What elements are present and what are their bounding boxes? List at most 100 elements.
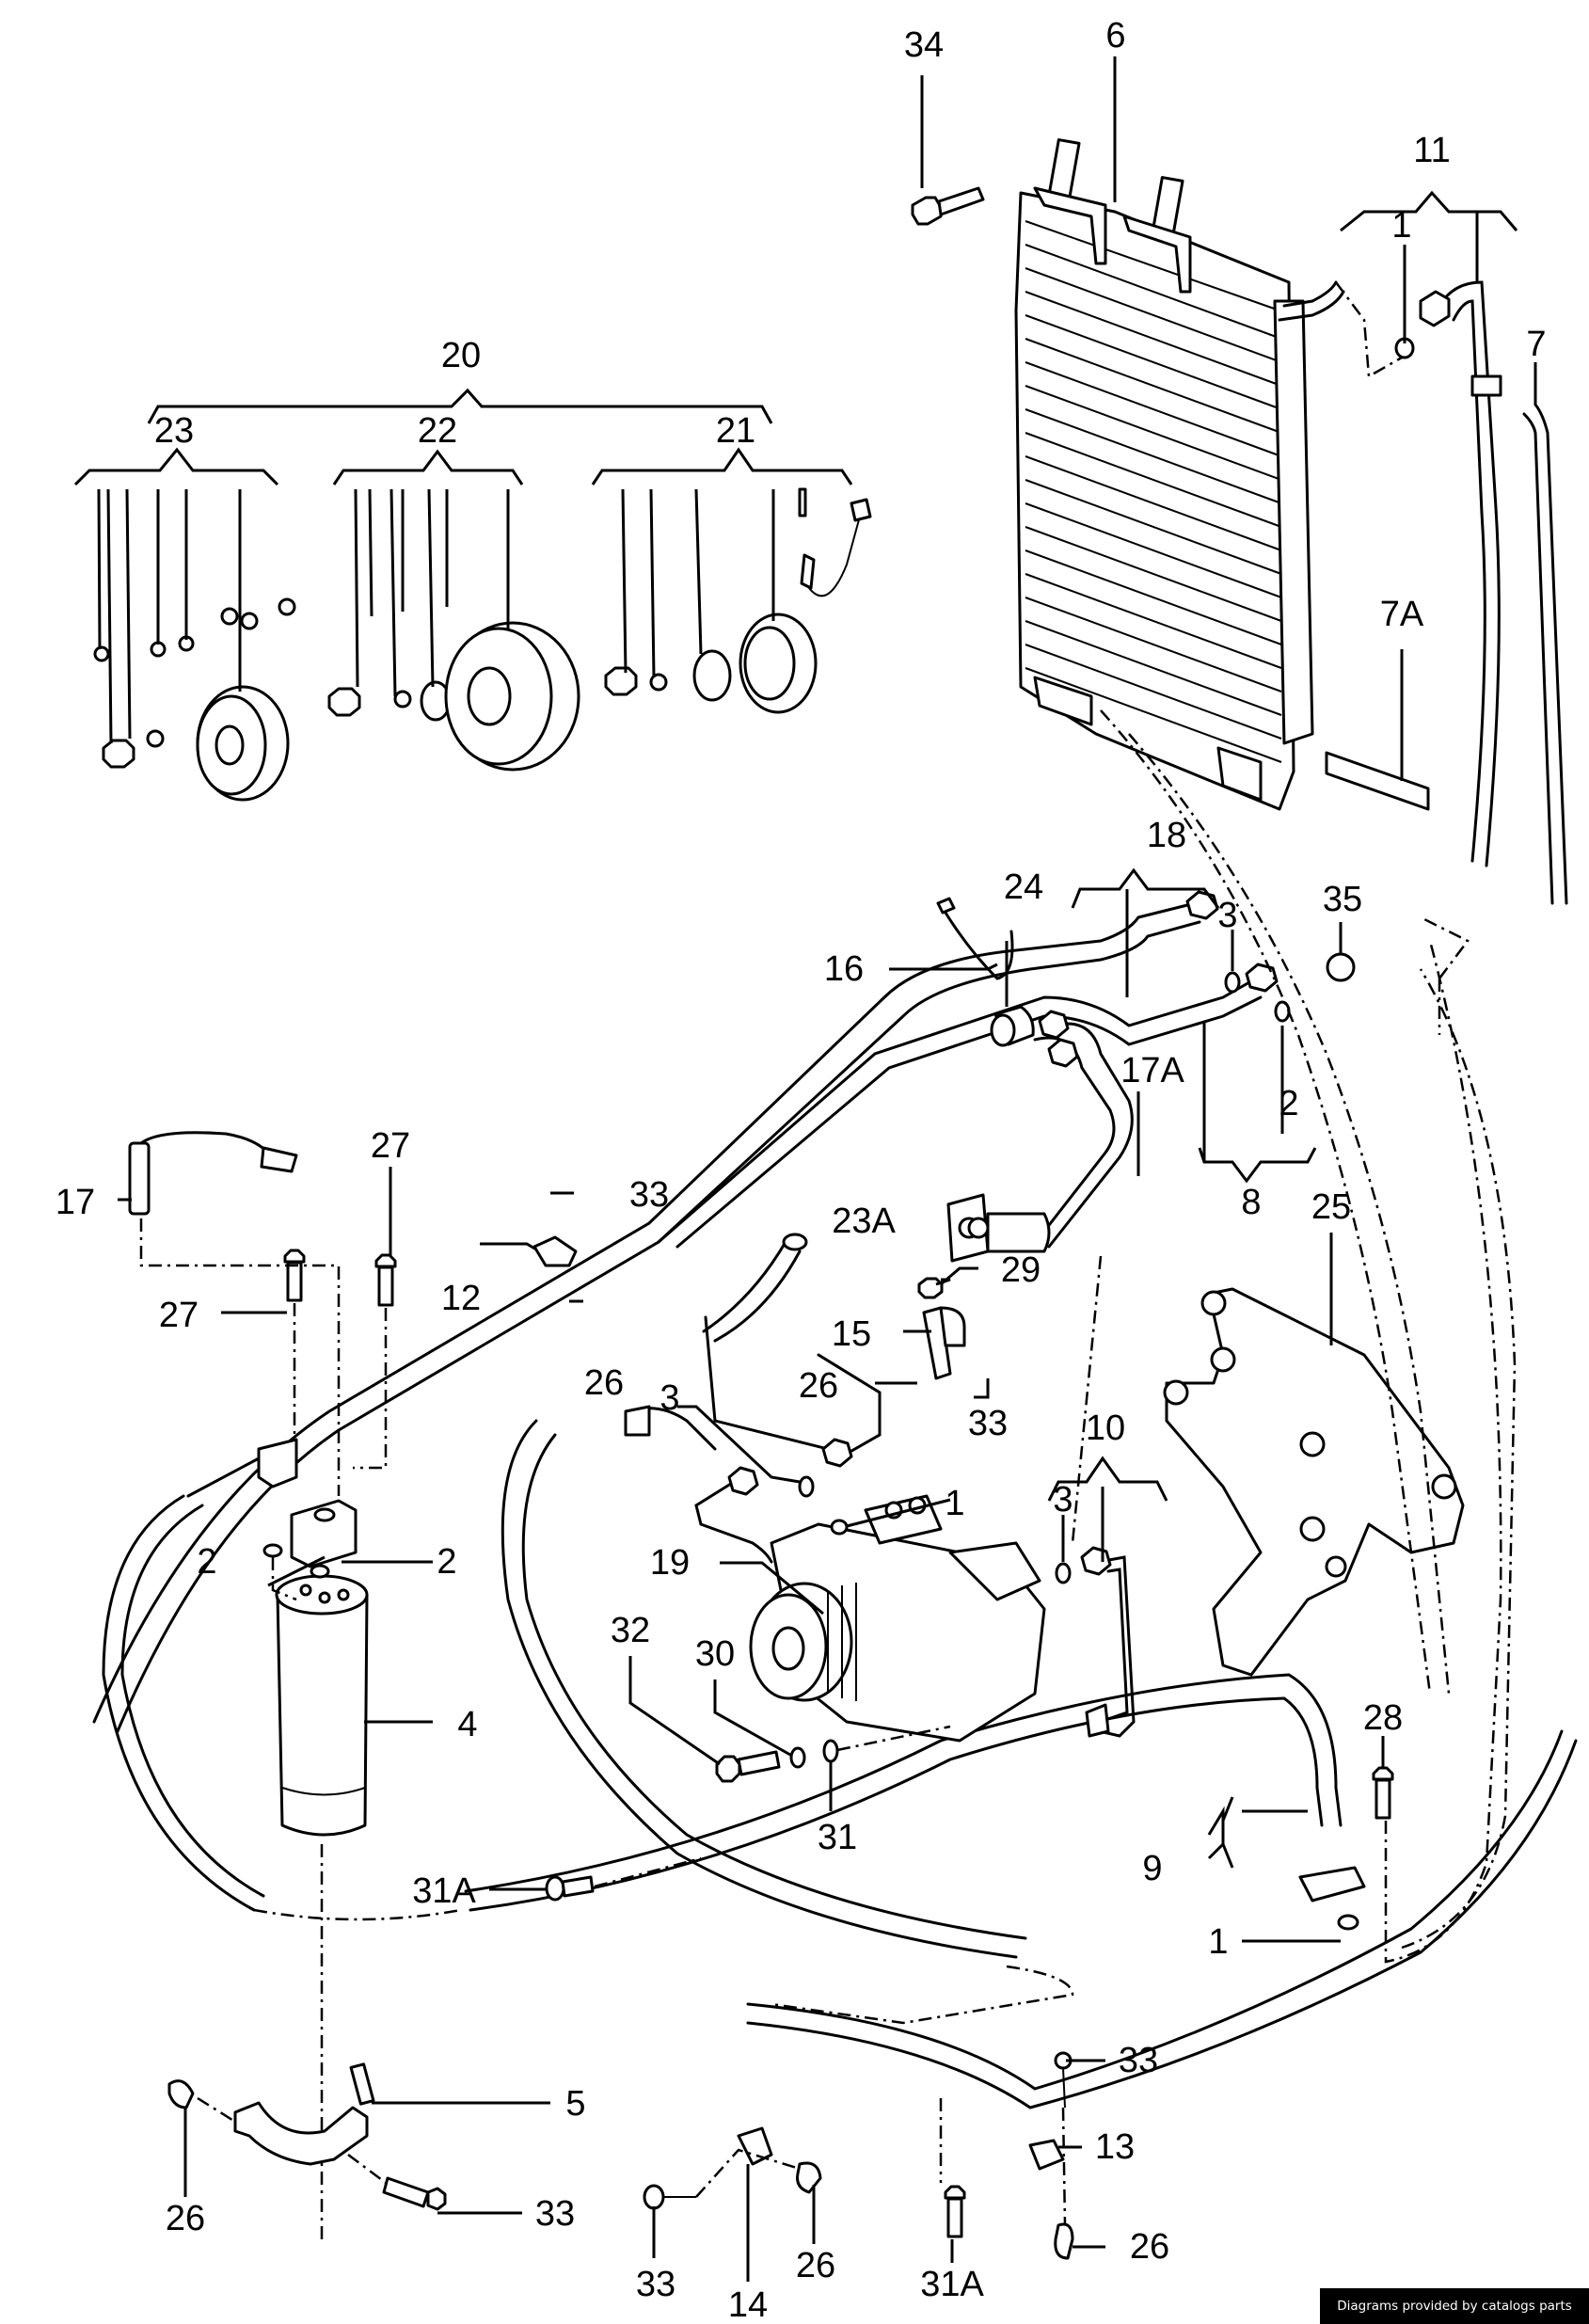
callout-27-lower: 27 — [159, 1296, 199, 1335]
callout-33-upper: 33 — [629, 1175, 669, 1215]
cable-tie-16[interactable] — [936, 897, 1014, 980]
sleeve-23A[interactable] — [702, 1233, 808, 1343]
callout-33-lower-left: 33 — [535, 2194, 575, 2234]
bracket-15[interactable] — [922, 1306, 966, 1380]
callout-30: 30 — [695, 1634, 735, 1674]
clutch-kit-20[interactable] — [93, 487, 872, 802]
callout-15: 15 — [832, 1314, 871, 1354]
callout-27-upper: 27 — [371, 1126, 410, 1166]
callout-3-top: 3 — [1217, 896, 1237, 935]
washer-31[interactable] — [822, 1739, 839, 1763]
bolt-27-left[interactable] — [283, 1249, 306, 1302]
bolt-33-lower[interactable] — [382, 2176, 447, 2211]
callout-23: 23 — [154, 411, 194, 451]
callout-24: 24 — [1004, 868, 1043, 907]
screw-33-right[interactable] — [1054, 2051, 1073, 2109]
callout-18: 18 — [1147, 816, 1186, 855]
clamp-5[interactable] — [233, 2062, 375, 2166]
callout-20: 20 — [441, 336, 481, 375]
line-13-lower[interactable] — [746, 1729, 1578, 2109]
clamp-12[interactable] — [532, 1235, 578, 1267]
callout-26-c: 26 — [1130, 2227, 1169, 2267]
screw-33-lower-mid[interactable] — [643, 2184, 696, 2210]
bolt-28[interactable] — [1372, 1766, 1394, 1820]
line-18[interactable] — [92, 890, 1219, 1733]
receiver-drier-4[interactable] — [275, 1574, 369, 1837]
seal-strip-7[interactable] — [1522, 403, 1568, 905]
callout-10: 10 — [1086, 1409, 1125, 1448]
callout-12: 12 — [441, 1279, 481, 1318]
callout-33-lower-mid: 33 — [636, 2265, 675, 2304]
o-ring-2-right[interactable] — [310, 1564, 330, 1579]
discharge-hose-9[interactable] — [464, 1673, 1366, 1912]
callout-21: 21 — [716, 411, 755, 451]
washer-30[interactable] — [789, 1746, 806, 1769]
callout-7A: 7A — [1380, 595, 1424, 634]
clip-26-lower-mid[interactable] — [796, 2161, 822, 2194]
callout-34: 34 — [904, 25, 944, 65]
callout-23A: 23A — [832, 1202, 896, 1241]
credit-banner: Diagrams provided by catalogs parts — [1320, 2288, 1589, 2324]
bolt-31A-upper[interactable] — [545, 1875, 595, 1902]
callout-2-left: 2 — [197, 1542, 216, 1582]
callout-26-e: 26 — [166, 2199, 205, 2238]
o-ring-3-right[interactable] — [1055, 1562, 1072, 1584]
bolt-31A-lower[interactable] — [944, 2185, 966, 2238]
o-ring-3-top[interactable] — [1224, 971, 1241, 994]
callout-6: 6 — [1105, 16, 1125, 56]
callout-22: 22 — [418, 411, 457, 451]
callout-33-right: 33 — [1119, 2041, 1158, 2080]
bolt-27-right[interactable] — [374, 1253, 397, 1307]
callout-29: 29 — [1001, 1250, 1041, 1290]
bolt-32[interactable] — [715, 1750, 781, 1783]
clip-26-lower-right[interactable] — [1054, 2222, 1074, 2260]
o-ring-1-mid[interactable] — [830, 1519, 849, 1536]
callout-17A: 17A — [1120, 1051, 1184, 1090]
pressure-switch-17[interactable] — [128, 1131, 298, 1216]
clamp-13[interactable] — [1028, 2139, 1065, 2171]
callout-3-right: 3 — [1053, 1480, 1073, 1520]
clip-26-lower-left[interactable] — [167, 2079, 195, 2109]
callout-17: 17 — [56, 1183, 95, 1222]
o-ring-2-left[interactable] — [262, 1543, 283, 1558]
pipe-10[interactable] — [1080, 1546, 1136, 1738]
fitting-block[interactable] — [257, 1438, 358, 1568]
callout-8: 8 — [1241, 1183, 1261, 1222]
suction-hose[interactable] — [501, 1405, 1027, 1959]
callout-35: 35 — [1323, 880, 1362, 919]
callout-5: 5 — [565, 2084, 585, 2124]
callout-32: 32 — [611, 1611, 650, 1650]
callout-2-right: 2 — [437, 1542, 456, 1582]
callout-1-lower: 1 — [1208, 1922, 1228, 1962]
callout-33-mid: 33 — [968, 1404, 1008, 1443]
callout-3-mid: 3 — [659, 1378, 679, 1418]
o-ring-1-lower[interactable] — [1337, 1914, 1359, 1931]
callout-31A-upper: 31A — [412, 1871, 476, 1911]
callout-19: 19 — [650, 1543, 690, 1583]
grommet-35[interactable] — [1326, 952, 1356, 982]
callout-13: 13 — [1095, 2127, 1135, 2167]
hose-11[interactable] — [1419, 280, 1502, 868]
nut-29[interactable] — [917, 1277, 944, 1299]
bolt-34[interactable] — [911, 186, 985, 226]
callout-4: 4 — [457, 1705, 477, 1744]
strip-7A[interactable] — [1325, 751, 1430, 811]
callout-2-top: 2 — [1279, 1084, 1298, 1123]
callout-1-mid: 1 — [945, 1484, 964, 1523]
callout-25: 25 — [1311, 1187, 1351, 1227]
condenser[interactable] — [1014, 138, 1345, 811]
clamp-14[interactable] — [737, 2126, 773, 2166]
pipe-3-compressor[interactable] — [694, 1315, 882, 1564]
pipe-17A[interactable] — [946, 1010, 1134, 1263]
callout-31: 31 — [818, 1818, 857, 1857]
drier-hose[interactable] — [102, 1456, 265, 1912]
mounting-bracket-25[interactable] — [1163, 1287, 1465, 1677]
callout-labels: 34 6 11 1 7 7A 20 23 22 21 18 24 3 35 16… — [56, 16, 1547, 2324]
callout-16: 16 — [824, 949, 864, 989]
o-ring-2-top[interactable] — [1274, 1000, 1291, 1023]
compressor-19[interactable] — [749, 1494, 1046, 1743]
bushing-24[interactable] — [990, 1005, 1035, 1047]
callout-31A-lower: 31A — [920, 2265, 984, 2304]
o-ring-3-mid[interactable] — [798, 1475, 815, 1498]
